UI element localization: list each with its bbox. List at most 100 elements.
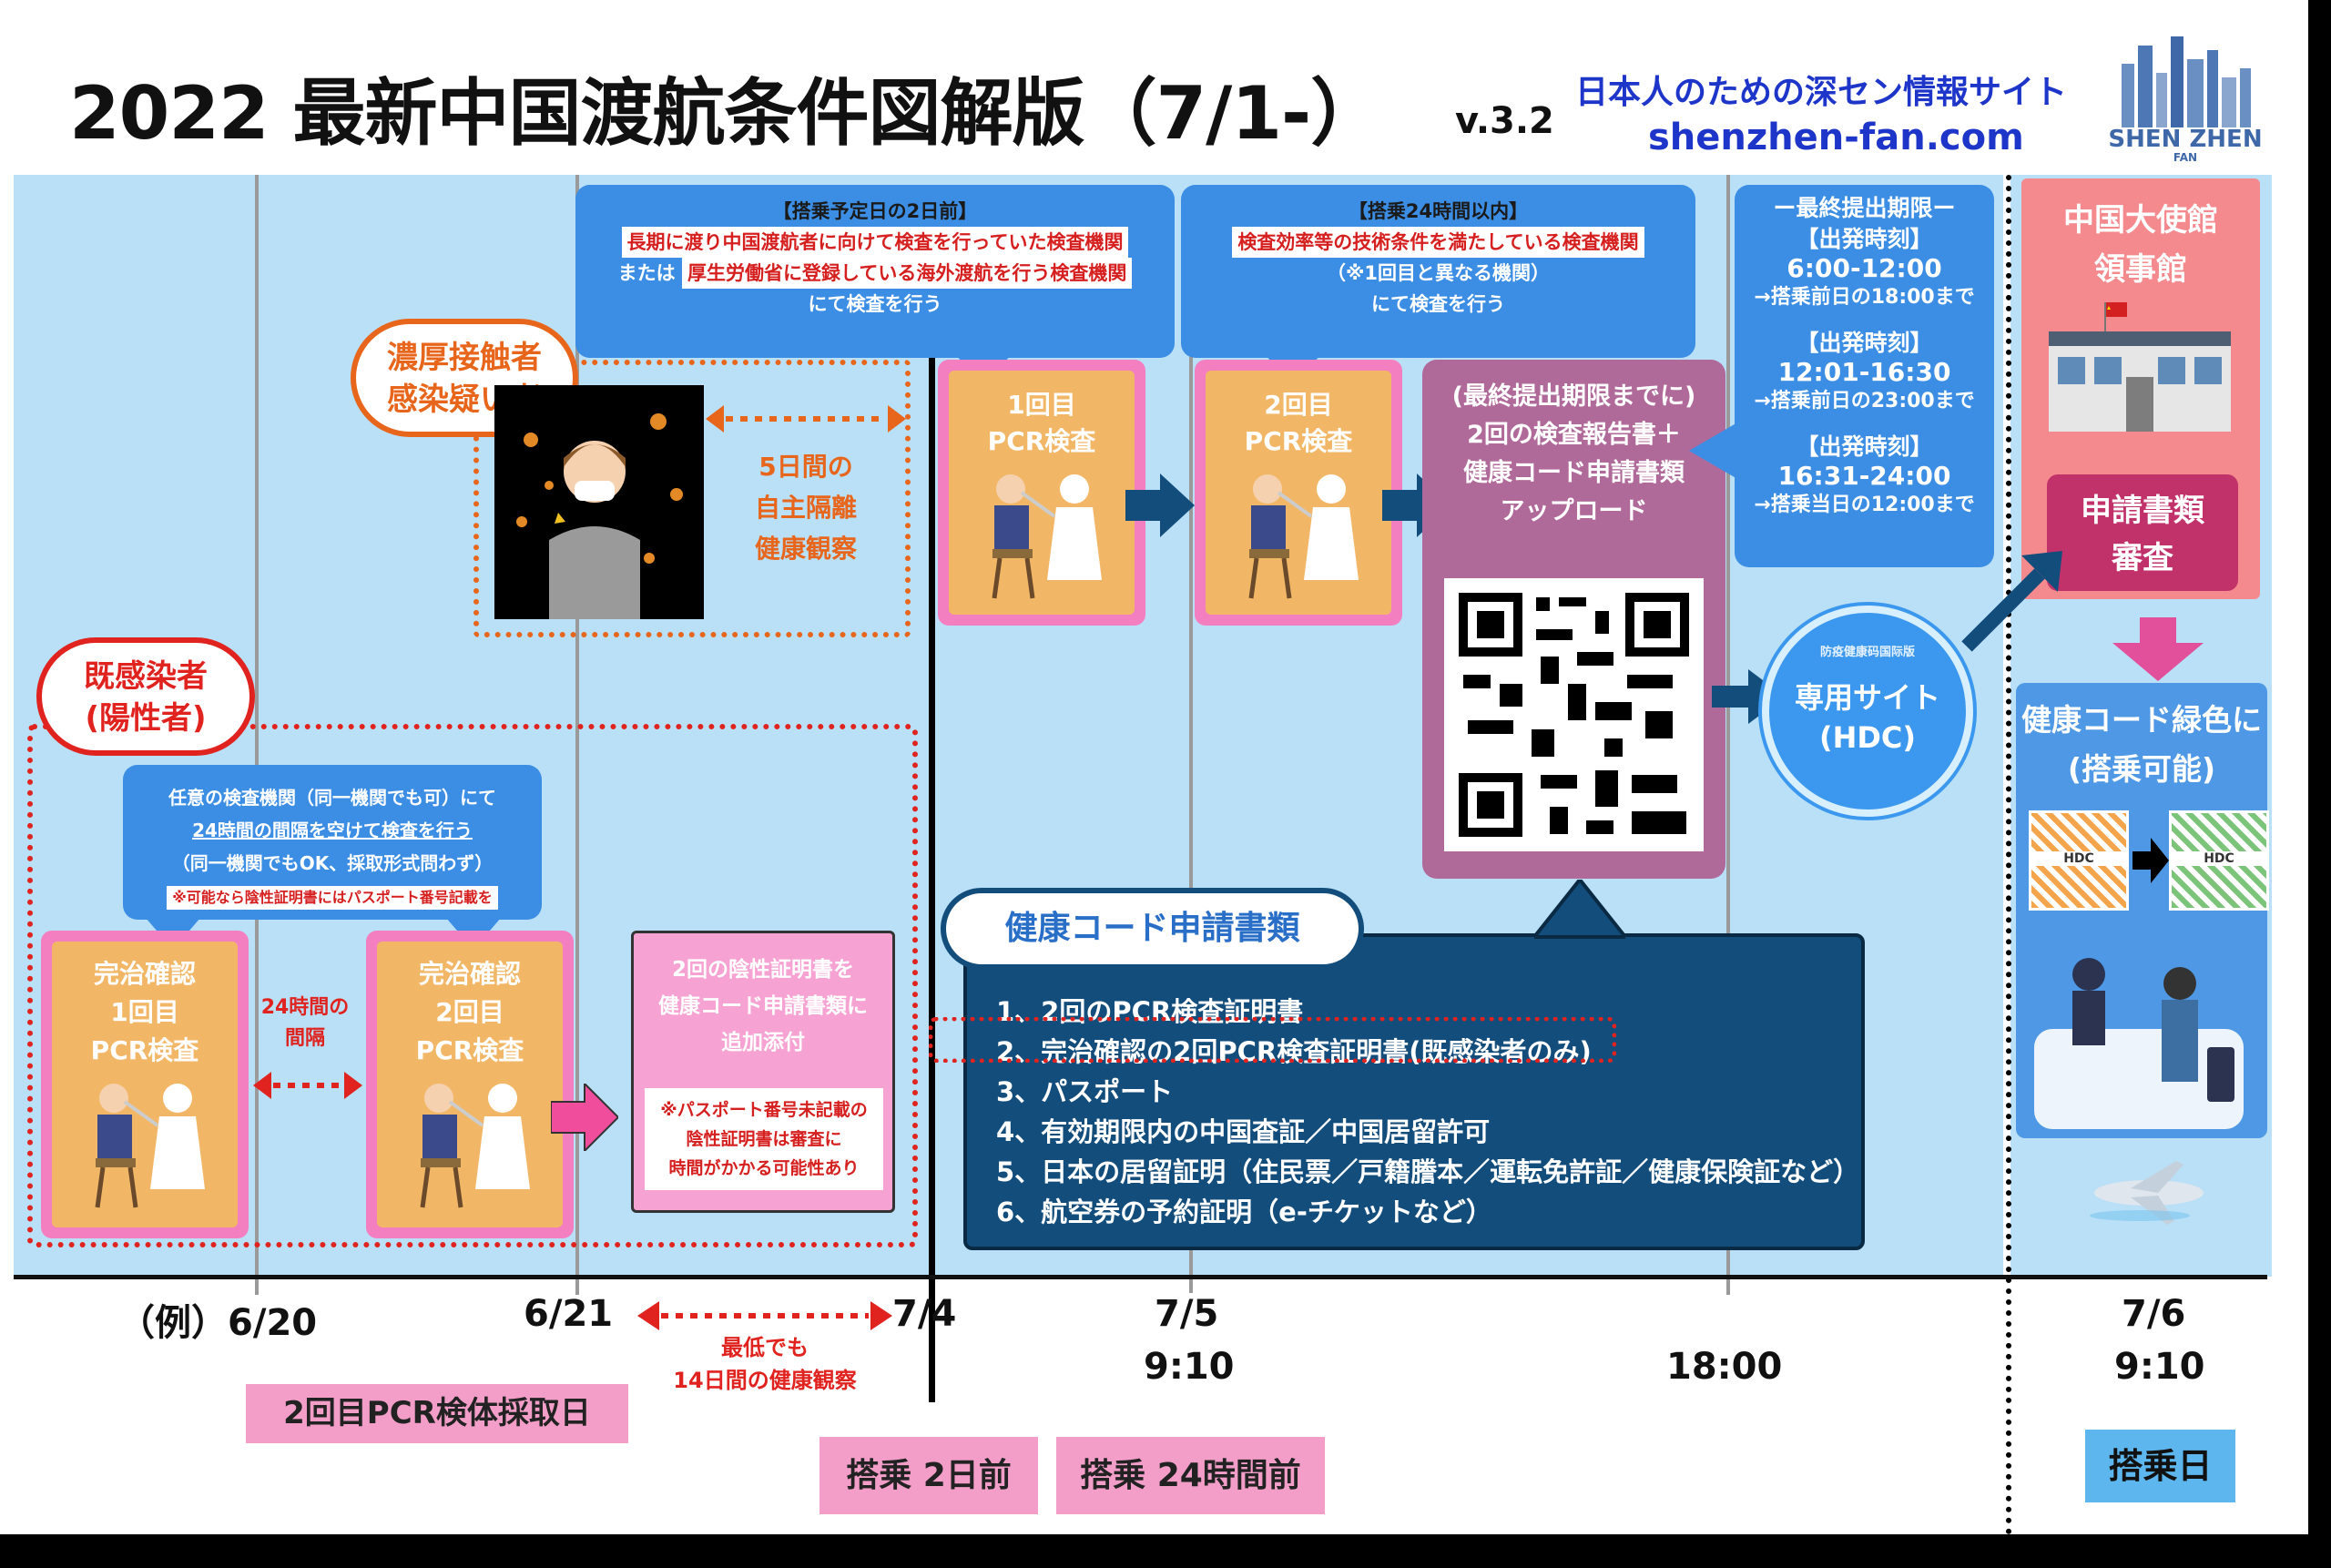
date-76: 7/6 xyxy=(2122,1293,2186,1335)
sick-person-icon xyxy=(516,413,683,619)
recovered-note: 任意の検査機関（同一機関でも可）にて 24時間の間隔を空けて検査を行う （同一機… xyxy=(123,765,542,920)
date-ex-620: （例）6/20 xyxy=(118,1302,318,1344)
doc-item-3: 3、パスポート xyxy=(996,1076,1174,1107)
pcr2-line2: PCR検査 xyxy=(1244,426,1353,456)
attach-line3: 追加添付 xyxy=(721,1031,805,1054)
recovered-dotted-frame xyxy=(27,724,918,1247)
min-line1: 最低でも xyxy=(721,1335,809,1360)
hdc-small: 防疫健康码国际版 xyxy=(1819,646,1915,659)
upload-text: (最終提出期限までに) 2回の検査報告書＋ 健康コード申請書類 アップロード xyxy=(1422,378,1725,531)
close-contact-text-line1: 5日間の xyxy=(758,452,853,482)
recovered-card-1: 完治確認 1回目 PCR検査 xyxy=(41,931,249,1238)
upload-box: (最終提出期限までに) 2回の検査報告書＋ 健康コード申請書類 アップロード xyxy=(1422,360,1725,879)
documents-pointer xyxy=(1534,880,1625,939)
site-url[interactable]: shenzhen-fan.com xyxy=(1648,117,2024,158)
recovered-card-1-line3: PCR検査 xyxy=(90,1035,199,1065)
attach-line2: 健康コード申請書類に xyxy=(658,994,868,1018)
time-75: 9:10 xyxy=(1144,1346,1235,1388)
embassy-title-line1: 中国大使館 xyxy=(2063,202,2218,239)
callout-2days-line1: 長期に渡り中国渡航者に向けて検査を行っていた検査機関 xyxy=(621,227,1129,258)
interval-text: 24時間の 間隔 xyxy=(246,993,364,1054)
pcr-test-icon xyxy=(992,474,1102,599)
doc-item-6: 6、航空券の予約証明（e-チケットなど） xyxy=(996,1196,1492,1227)
deadline-slot-3-label: 【出発時刻】 xyxy=(1796,433,1933,460)
interval-line2: 間隔 xyxy=(284,1027,325,1050)
logo-sub: FAN xyxy=(2173,151,2198,164)
date-75: 7/5 xyxy=(1155,1293,1219,1335)
close-contact-dotted-frame xyxy=(473,360,911,637)
pcr1-card: 1回目 PCR検査 xyxy=(938,360,1145,626)
deadline-slot-1-time: 6:00-12:00 xyxy=(1786,253,1942,283)
checkin-counter-icon xyxy=(2034,958,2244,1129)
recovered-card-1-line1: 完治確認 xyxy=(93,959,196,989)
recovered-badge: 既感染者 (陽性者) xyxy=(36,637,255,756)
attach-note2: 陰性証明書は審査に xyxy=(686,1129,842,1149)
callout-24h-line3: にて検査を行う xyxy=(1371,293,1505,315)
callout-24h-box: 【搭乗24時間以内】 検査効率等の技術条件を満たしている検査機関 （※1回目と異… xyxy=(1181,185,1695,358)
label-24h-before: 搭乗 24時間前 xyxy=(1056,1437,1325,1514)
deadline-slot-3-deadline: →搭乗当日の12:00まで xyxy=(1754,494,1975,516)
label-sample-day: 2回目PCR検体採取日 xyxy=(246,1384,628,1443)
attach-box: 2回の陰性証明書を 健康コード申請書類に 追加添付 ※パスポート番号未記載の 陰… xyxy=(631,931,895,1213)
shenzhen-logo: SHEN ZHEN FAN xyxy=(2103,36,2267,164)
qr-code-icon xyxy=(1459,593,1689,837)
pcr-test-icon xyxy=(1248,474,1359,599)
upload-line2: 2回の検査報告書＋ xyxy=(1467,421,1681,449)
attach-note1: ※パスポート番号未記載の xyxy=(660,1100,868,1120)
doc-item-5: 5、日本の居留証明（住民票／戸籍謄本／運転免許証／健康保険証など） xyxy=(996,1156,1860,1187)
review-line1: 申請書類 xyxy=(2081,493,2204,529)
pcr1-line2: PCR検査 xyxy=(987,426,1096,456)
deadline-slot-2-label: 【出発時刻】 xyxy=(1796,330,1933,356)
doc-item-2-highlight xyxy=(929,1017,1616,1063)
infographic-sheet: 2022 最新中国渡航条件図解版（7/1-） v.3.2 日本人のための深セン情… xyxy=(0,0,2308,1534)
callout-24h-line1: 検査効率等の技術条件を満たしている検査機関 xyxy=(1232,227,1644,258)
embassy-box: 中国大使館 領事館 申請書類 審査 xyxy=(2021,178,2260,599)
date-line-75 xyxy=(1189,355,1193,1293)
pcr1-line1: 1回目 xyxy=(1007,390,1076,420)
date-line-76-dotted xyxy=(2006,175,2011,1568)
qr-orange-label: HDC xyxy=(2031,851,2126,866)
doc-item-1: 1、2回のPCR検査証明書 xyxy=(996,996,1304,1027)
qr-code xyxy=(1444,578,1704,851)
review-line2: 審査 xyxy=(2112,540,2173,576)
hdc-line1: 専用サイト xyxy=(1794,680,1940,715)
skyline-icon xyxy=(2122,36,2251,127)
pcr-test-icon xyxy=(95,1084,205,1208)
deadline-slot-2-time: 12:01-16:30 xyxy=(1777,357,1951,387)
page-title: 2022 最新中国渡航条件図解版（7/1-） xyxy=(69,64,1383,164)
attach-text: 2回の陰性証明書を 健康コード申請書類に 追加添付 xyxy=(634,933,892,1061)
documents-title: 健康コード申請書類 xyxy=(941,888,1364,970)
embassy-building-icon xyxy=(2104,302,2127,331)
date-line-74 xyxy=(929,355,935,1402)
callout-2days-line3: にて検査を行う xyxy=(808,293,942,315)
arrow-to-embassy xyxy=(1961,551,2062,652)
callout-24h-line2: （※1回目と異なる機関） xyxy=(1326,262,1551,284)
pcr-test-icon xyxy=(420,1084,530,1208)
deadline-box: ー最終提出期限ー 【出発時刻】 6:00-12:00 →搭乗前日の18:00まで… xyxy=(1735,185,1994,567)
recovered-badge-line2: (陽性者) xyxy=(85,700,207,737)
documents-box: 1、2回のPCR検査証明書 2、完治確認の2回PCR検査証明書(既感染者のみ) … xyxy=(963,933,1865,1250)
recovered-card-2-inner: 完治確認 2回目 PCR検査 xyxy=(377,942,563,1227)
hdc-line2: (HDC) xyxy=(1818,720,1917,755)
pcr2-inner: 2回目 PCR検査 xyxy=(1206,371,1391,615)
health-green-line1: 健康コード緑色に xyxy=(2021,702,2262,738)
label-boarding-day: 搭乗日 xyxy=(2085,1430,2235,1502)
arrow-right-1 xyxy=(1125,473,1195,537)
callout-2days-or: または xyxy=(617,262,676,284)
upload-line1: (最終提出期限までに) xyxy=(1451,382,1696,411)
recovered-card-2-line1: 完治確認 xyxy=(418,959,521,989)
callout-2days-heading: 【搭乗予定日の2日前】 xyxy=(772,200,978,222)
health-green-box: 健康コード緑色に (搭乗可能) HDC HDC xyxy=(2016,683,2269,1138)
close-contact-text-line2: 自主隔離 xyxy=(754,493,857,523)
deadline-slot-1-label: 【出発時刻】 xyxy=(1796,226,1933,252)
hdc-site-button[interactable]: 防疫健康码国际版 専用サイト (HDC) xyxy=(1762,606,1973,817)
recovered-card-2-line2: 2回目 xyxy=(435,997,504,1027)
callout-24h-heading: 【搭乗24時間以内】 xyxy=(1348,200,1529,222)
recovered-card-1-inner: 完治確認 1回目 PCR検査 xyxy=(52,942,238,1227)
min-observation-arrow xyxy=(637,1301,892,1330)
min-observation: 最低でも 14日間の健康観察 xyxy=(637,1331,892,1397)
documents-list: 1、2回のPCR検査証明書 2、完治確認の2回PCR検査証明書(既感染者のみ) … xyxy=(996,992,1859,1232)
upload-line3: 健康コード申請書類 xyxy=(1463,459,1685,487)
close-contact-text-line3: 健康観察 xyxy=(754,534,857,564)
